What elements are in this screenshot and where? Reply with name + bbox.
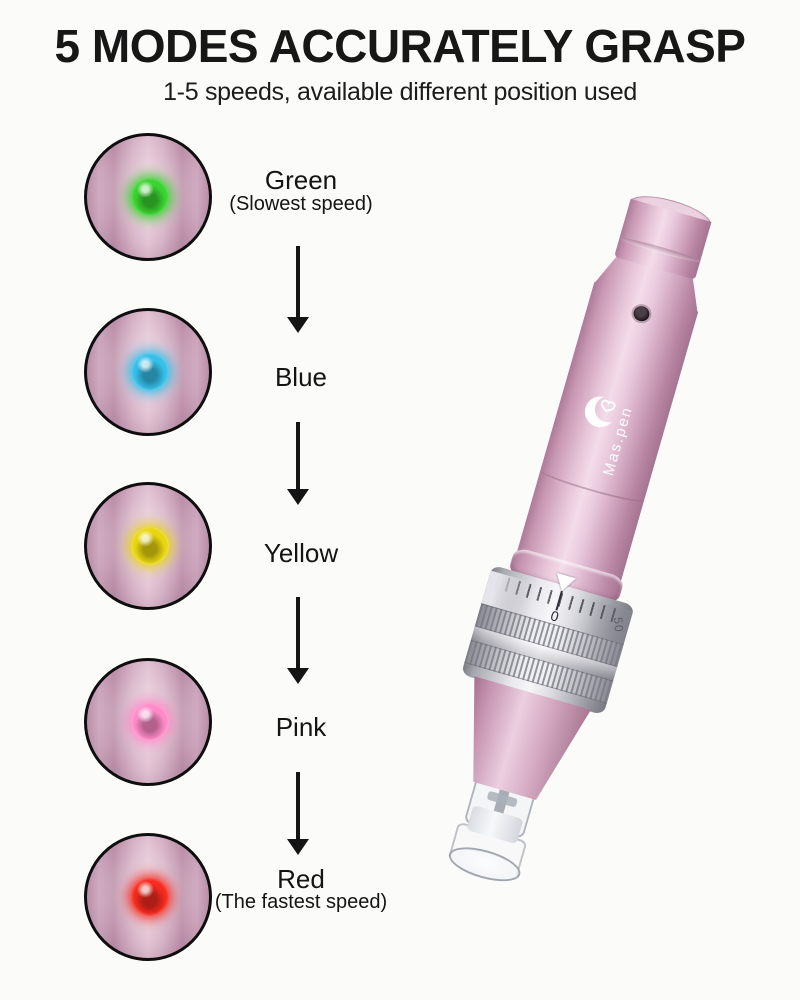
mode-note-red: (The fastest speed)	[214, 891, 388, 913]
mode-note-green: (Slowest speed)	[229, 193, 373, 215]
down-arrow-icon-1	[287, 246, 309, 333]
mode-label-red: Red	[277, 864, 325, 894]
brand-logo-icon	[575, 388, 621, 438]
mode-photo-yellow	[84, 482, 212, 610]
header: 5 MODES ACCURATELY GRASP 1-5 speeds, ava…	[0, 22, 800, 107]
led-red-icon	[131, 878, 169, 916]
dial-fifty-label: 50	[610, 616, 626, 633]
mode-photo-green	[84, 133, 212, 261]
page-title: 5 MODES ACCURATELY GRASP	[54, 20, 746, 72]
mode-photo-pink	[84, 658, 212, 786]
derma-pen-image: Mas.pen 0 50	[406, 180, 746, 904]
mode-label-green: Green	[264, 165, 338, 195]
mode-photo-red	[84, 833, 212, 961]
page-subtitle: 1-5 speeds, available different position…	[163, 78, 637, 107]
mode-label-pink: Pink	[275, 712, 327, 742]
pen-port-hole	[631, 304, 652, 324]
mode-label-yellow: Yellow	[263, 538, 339, 568]
mode-label-blue: Blue	[274, 362, 328, 392]
mode-photo-blue	[84, 308, 212, 436]
pen-seam	[538, 464, 646, 506]
led-blue-icon	[131, 353, 169, 391]
pen-body: Mas.pen	[516, 281, 699, 583]
down-arrow-icon-2	[287, 422, 309, 505]
down-arrow-icon-4	[287, 772, 309, 855]
led-pink-icon	[131, 703, 169, 741]
led-yellow-icon	[131, 527, 169, 565]
down-arrow-icon-3	[287, 597, 309, 684]
led-green-icon	[131, 178, 169, 216]
